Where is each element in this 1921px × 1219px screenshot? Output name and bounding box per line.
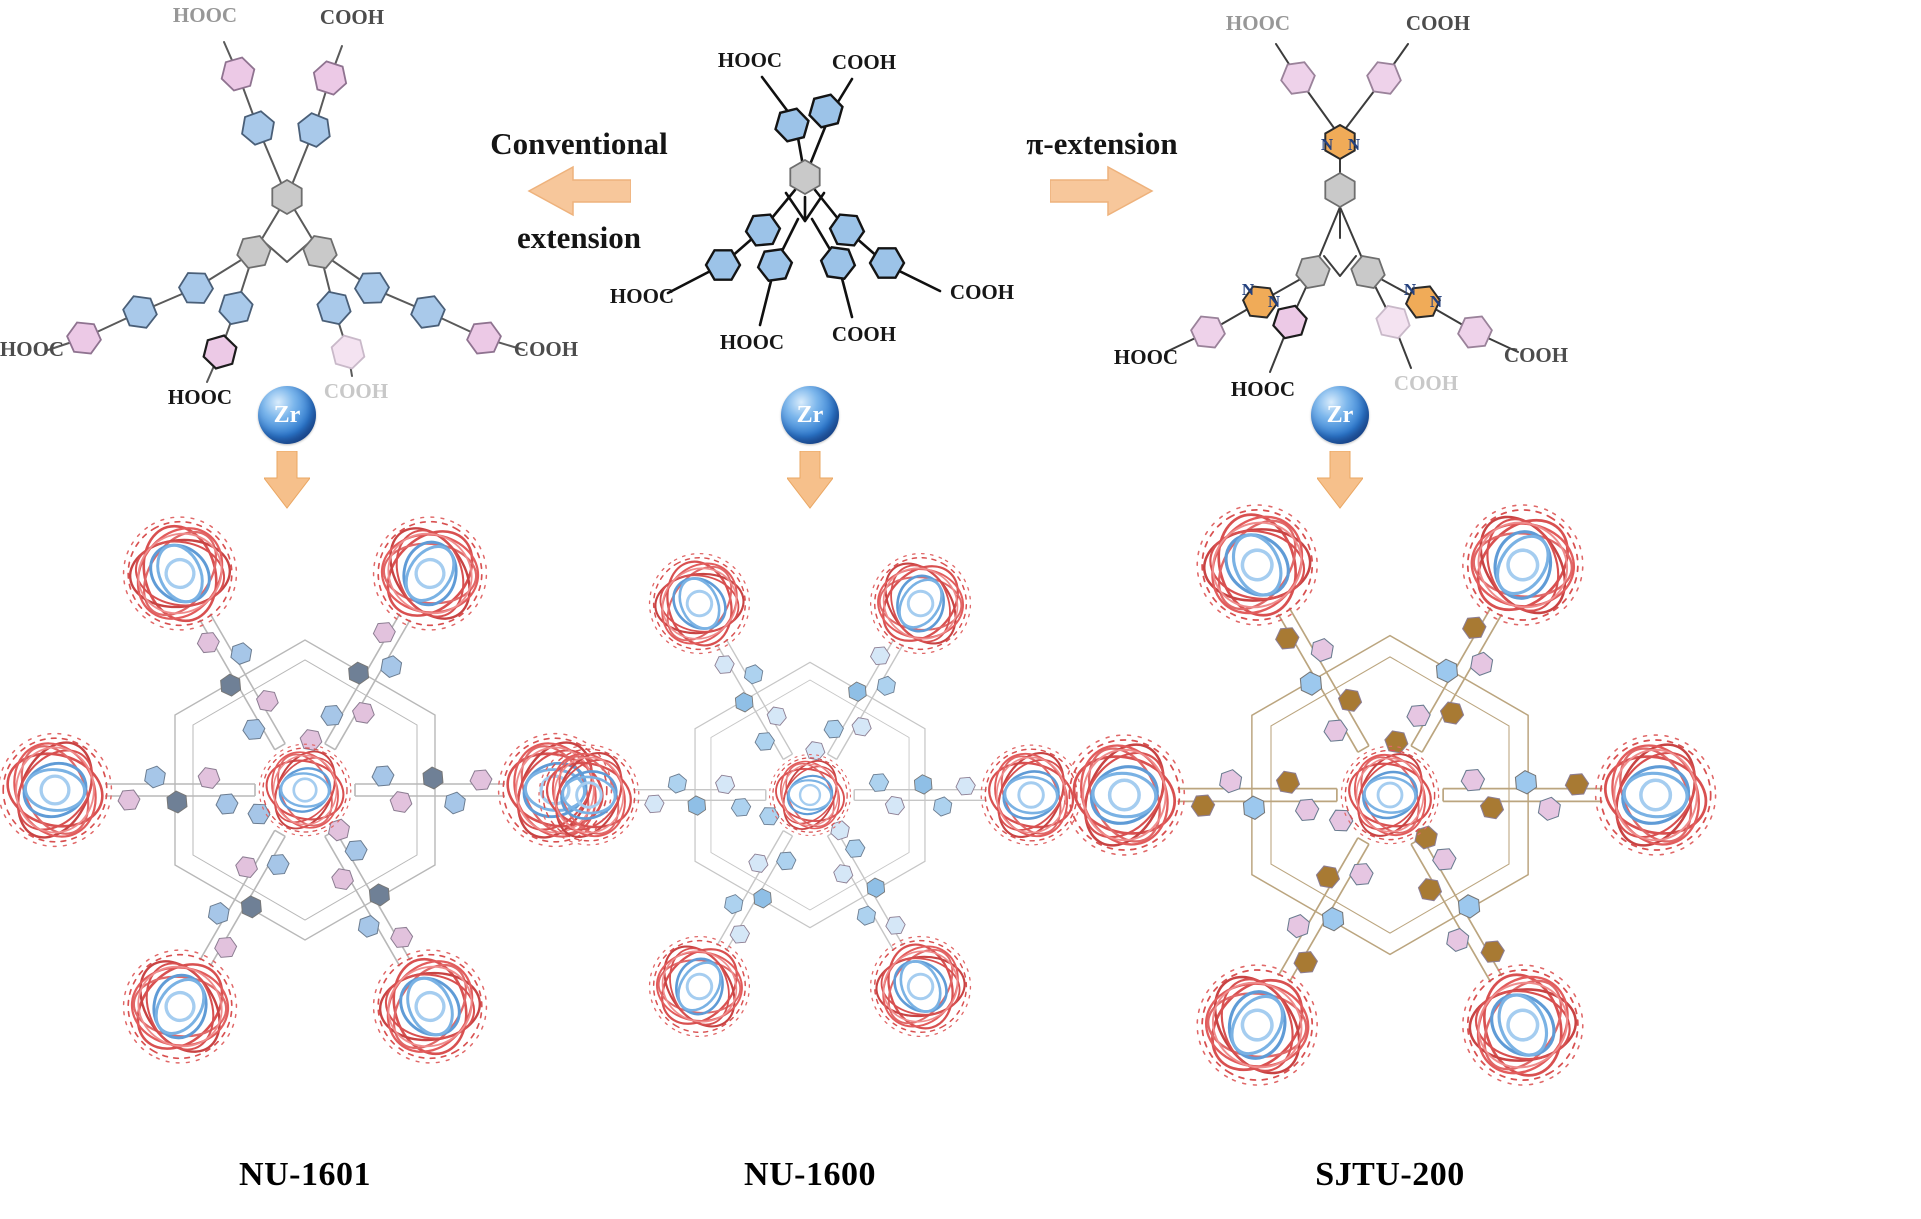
zr-sphere: Zr	[1311, 386, 1369, 444]
conventional-label: Conventional	[490, 126, 668, 161]
extension-label: extension	[517, 220, 641, 255]
cooh-label: COOH	[1406, 11, 1470, 35]
cooh-label: COOH	[832, 50, 896, 74]
down-arrow-icon	[264, 451, 310, 509]
down-arrow-icon	[787, 451, 833, 509]
hooc-label: HOOC	[718, 48, 782, 72]
zr-node-left: Zr	[258, 386, 316, 509]
zr-node-right: Zr	[1311, 386, 1369, 509]
hooc-label: HOOC	[610, 284, 674, 308]
pi-extension-label-group: π-extension	[982, 126, 1222, 217]
mof-name-nu1601: NU-1601	[239, 1156, 371, 1193]
zr-sphere: Zr	[781, 386, 839, 444]
n-atom-label: N	[1242, 280, 1255, 299]
linker-center-molecule: HOOC COOH HOOC COOH HOOC COOH	[610, 48, 1014, 354]
hooc-label: HOOC	[1226, 11, 1290, 35]
left-arrow-icon	[527, 165, 631, 217]
mof-name-nu1600: NU-1600	[744, 1156, 876, 1193]
hooc-label: HOOC	[168, 385, 232, 409]
hooc-label: HOOC	[1114, 345, 1178, 369]
mof-name-sjtu200: SJTU-200	[1315, 1156, 1465, 1193]
hooc-label: HOOC	[1231, 377, 1295, 401]
pyridazine-n-labels: N N N N N N	[1242, 135, 1443, 311]
conventional-extension-label-group: Conventional extension	[448, 126, 710, 256]
cooh-label: COOH	[324, 379, 388, 403]
cooh-label: COOH	[320, 5, 384, 29]
zr-sphere: Zr	[258, 386, 316, 444]
cooh-label: COOH	[832, 322, 896, 346]
n-atom-label: N	[1321, 135, 1334, 154]
cooh-label: COOH	[1394, 371, 1458, 395]
linker-left-molecule: HOOC COOH HOOC COOH HOOC COOH	[0, 3, 578, 409]
n-atom-label: N	[1348, 135, 1361, 154]
n-atom-label: N	[1404, 280, 1417, 299]
hooc-label: HOOC	[173, 3, 237, 27]
linker-center-rings	[700, 89, 910, 289]
mof-structure-nu1600	[527, 512, 1093, 1078]
zr-node-center: Zr	[781, 386, 839, 509]
linker-right-rings	[1186, 55, 1497, 355]
cooh-label: COOH	[514, 337, 578, 361]
linker-left-rings	[62, 53, 506, 372]
n-atom-label: N	[1430, 292, 1443, 311]
mof-structure-sjtu200	[1050, 455, 1730, 1135]
pi-extension-label: π-extension	[1026, 126, 1178, 161]
cooh-label: COOH	[1504, 343, 1568, 367]
n-atom-label: N	[1268, 292, 1281, 311]
cooh-label: COOH	[950, 280, 1014, 304]
hooc-label: HOOC	[0, 337, 64, 361]
linker-right-molecule: N N N N N N HOOC COOH HOOC COOH HOOC COO…	[1114, 11, 1568, 401]
right-arrow-icon	[1050, 165, 1154, 217]
hooc-label: HOOC	[720, 330, 784, 354]
down-arrow-icon	[1317, 451, 1363, 509]
